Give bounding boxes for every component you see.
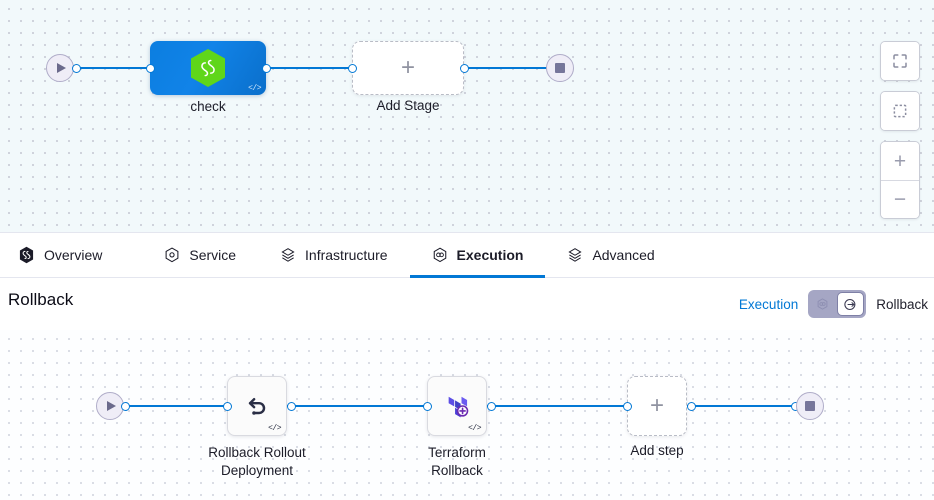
stage-label-add-stage: Add Stage xyxy=(376,98,440,113)
page-title: Rollback xyxy=(8,290,74,309)
mode-toggle[interactable] xyxy=(808,290,867,318)
port-terraform-in[interactable] xyxy=(422,401,432,411)
zoom-out-button[interactable]: − xyxy=(881,180,919,218)
port-add-stage-in[interactable] xyxy=(347,63,357,73)
edge-start-to-check xyxy=(72,67,154,69)
switch-label-rollback[interactable]: Rollback xyxy=(876,296,928,312)
execution-rollback-switch[interactable]: Execution Rollback xyxy=(739,290,928,318)
play-icon xyxy=(57,63,66,73)
port-terraform-out[interactable] xyxy=(486,401,496,411)
plus-icon: + xyxy=(893,149,907,173)
rollback-step-canvas[interactable]: </> Rollback Rollout Deployment </> Terr… xyxy=(0,330,934,500)
tab-label-infrastructure: Infrastructure xyxy=(305,247,388,263)
port-rollback-rollout-out[interactable] xyxy=(286,401,296,411)
edge-add-stage-to-end xyxy=(458,67,558,69)
minus-icon: − xyxy=(893,188,907,211)
edge-terraform-to-add-step xyxy=(487,405,635,407)
zoom-controls[interactable]: + − xyxy=(880,141,920,219)
play-icon xyxy=(107,401,116,411)
zoom-in-button[interactable]: + xyxy=(881,142,919,180)
plus-icon: + xyxy=(649,392,664,419)
port-check-in[interactable] xyxy=(145,63,155,73)
stop-icon xyxy=(805,401,815,411)
tab-label-overview: Overview xyxy=(44,247,103,263)
stop-icon xyxy=(555,63,565,73)
execution-hexagon-icon xyxy=(432,247,448,264)
end-node[interactable] xyxy=(546,54,574,82)
code-tag-icon: </> xyxy=(268,424,281,433)
rollback-header: Rollback Execution xyxy=(0,278,934,330)
edge-rollback-rollout-to-terraform xyxy=(287,405,435,407)
switch-label-execution[interactable]: Execution xyxy=(738,296,799,312)
terraform-icon xyxy=(448,396,469,418)
tab-overview[interactable]: Overview xyxy=(0,233,142,277)
edge-add-step-to-end xyxy=(687,405,812,407)
service-hexagon-icon xyxy=(164,246,180,264)
rollback-undo-arrow-icon xyxy=(248,398,266,415)
add-stage-button[interactable]: + xyxy=(352,41,464,95)
dashed-square-icon xyxy=(893,104,907,118)
stage-node-check[interactable]: </> xyxy=(150,41,266,95)
port-start-out[interactable] xyxy=(72,63,81,73)
stage-canvas[interactable]: </> check + Add Stage xyxy=(0,0,934,232)
stage-label-check: check xyxy=(190,99,226,114)
plus-icon: + xyxy=(400,54,415,81)
advanced-layers-icon xyxy=(567,247,583,264)
step-node-terraform-rollback[interactable]: </> xyxy=(427,376,487,436)
tab-label-service: Service xyxy=(189,247,237,263)
toggle-option-rollback[interactable] xyxy=(837,292,865,316)
tab-infrastructure[interactable]: Infrastructure xyxy=(258,233,409,277)
end-node[interactable] xyxy=(796,392,824,420)
port-add-stage-out[interactable] xyxy=(459,63,469,73)
toggle-option-execution[interactable] xyxy=(810,292,835,316)
edge-check-to-add-stage xyxy=(262,67,356,69)
tab-advanced[interactable]: Advanced xyxy=(545,233,676,277)
code-tag-icon: </> xyxy=(248,84,261,93)
tab-service[interactable]: Service xyxy=(142,233,258,277)
step-label-terraform-rollback: Terraform Rollback xyxy=(428,445,486,478)
step-label-rollback-rollout-deployment: Rollback Rollout Deployment xyxy=(208,445,306,478)
tab-label-advanced: Advanced xyxy=(592,247,655,263)
rollback-arrow-icon xyxy=(844,298,856,310)
code-tag-icon: </> xyxy=(468,424,481,433)
fit-to-screen-button[interactable] xyxy=(880,41,920,81)
port-add-step-out[interactable] xyxy=(686,401,696,411)
fullscreen-icon xyxy=(893,54,907,68)
start-node[interactable] xyxy=(46,54,74,82)
port-check-out[interactable] xyxy=(261,63,271,73)
harness-hexagon-icon xyxy=(191,49,225,87)
step-label-add-step: Add step xyxy=(630,443,684,458)
port-start-out[interactable] xyxy=(121,401,130,411)
stage-tab-bar[interactable]: Overview Service Infrastructure xyxy=(0,232,934,278)
step-node-rollback-rollout-deployment[interactable]: </> xyxy=(227,376,287,436)
start-node[interactable] xyxy=(96,392,124,420)
edge-start-to-rollback-rollout xyxy=(122,405,232,407)
port-add-step-in[interactable] xyxy=(622,401,632,411)
tab-label-execution: Execution xyxy=(456,247,524,263)
selection-mode-button[interactable] xyxy=(880,91,920,131)
infrastructure-layers-icon xyxy=(280,247,296,264)
execution-hexagon-icon xyxy=(817,297,828,310)
add-step-button[interactable]: + xyxy=(627,376,687,436)
port-rollback-rollout-in[interactable] xyxy=(222,401,232,411)
tab-execution[interactable]: Execution xyxy=(409,233,546,278)
harness-hexagon-icon xyxy=(18,246,35,264)
